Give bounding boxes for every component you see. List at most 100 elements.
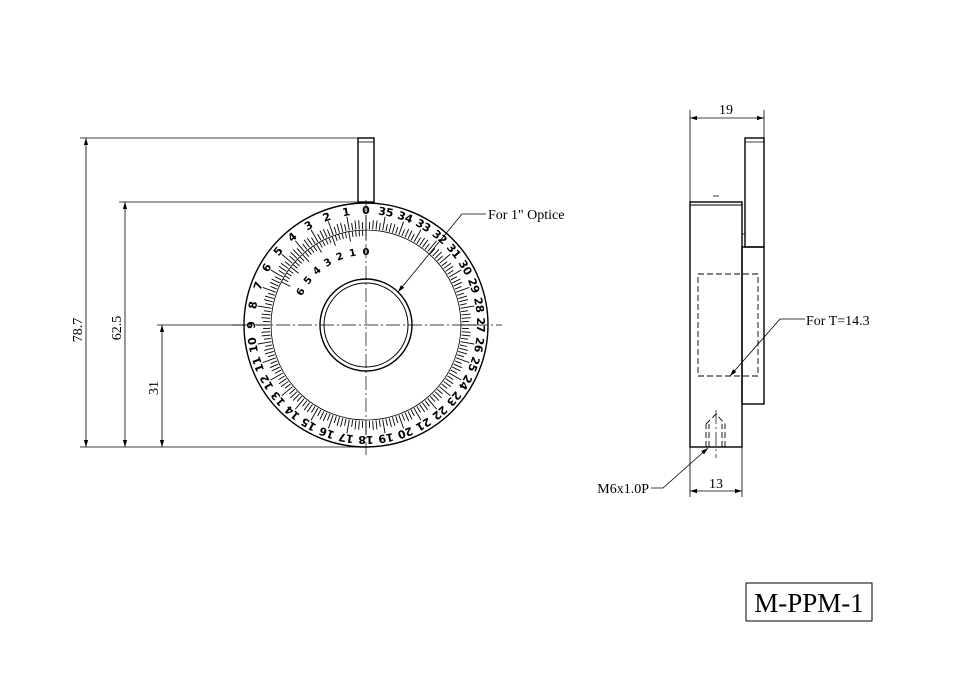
vernier-tick — [328, 237, 332, 244]
outer-scale-label: 18 — [358, 433, 373, 446]
outer-scale-tick — [401, 229, 406, 237]
outer-scale-label: 19 — [377, 430, 394, 445]
outer-scale-tick — [269, 363, 279, 369]
outer-scale-tick — [278, 265, 287, 272]
outer-scale-tick — [257, 305, 272, 309]
outer-scale-tick — [461, 310, 469, 313]
outer-scale-label: 23 — [444, 389, 464, 409]
vernier-tick — [290, 266, 299, 274]
outer-scale-label: 28 — [471, 296, 486, 313]
outer-scale-tick — [459, 344, 467, 347]
outer-scale-tick — [261, 331, 271, 333]
outer-scale-tick — [267, 354, 275, 358]
dim-lower-height: 31 — [147, 381, 162, 395]
outer-scale-label: 34 — [396, 209, 415, 227]
outer-scale-tick — [454, 360, 462, 365]
outer-scale-tick — [439, 253, 451, 264]
vernier-label: 5 — [302, 275, 315, 287]
outer-scale-tick — [378, 222, 381, 230]
outer-scale-tick — [458, 295, 468, 299]
outer-scale-tick — [457, 292, 465, 296]
outer-scale-tick — [284, 261, 291, 267]
outer-scale-label: 20 — [395, 424, 414, 442]
outer-scale-tick — [429, 248, 436, 254]
outer-scale-tick — [407, 230, 413, 239]
vernier-tick — [325, 238, 329, 245]
outer-scale-tick — [448, 372, 462, 381]
hidden-optic-pocket — [697, 273, 759, 377]
outer-scale-tick — [302, 400, 308, 407]
outer-scale-tick — [458, 351, 468, 355]
outer-scale-tick — [344, 418, 347, 426]
outer-scale-tick — [336, 223, 340, 233]
outer-scale-tick — [453, 281, 463, 287]
outer-scale-label: 10 — [245, 336, 261, 354]
outer-scale-tick — [340, 418, 344, 427]
outer-scale-tick — [358, 420, 360, 430]
outer-scale-tick — [392, 223, 396, 233]
vernier-tick — [286, 272, 292, 277]
outer-scale-tick — [404, 228, 410, 238]
outer-scale-tick — [262, 286, 276, 293]
outer-scale-tick — [317, 233, 322, 241]
outer-scale-tick — [292, 249, 300, 257]
vernier-tick — [288, 269, 294, 274]
outer-scale-label: 22 — [430, 403, 450, 423]
outer-scale-tick — [398, 221, 405, 235]
outer-scale-label: 6 — [259, 261, 274, 274]
outer-scale-tick — [385, 418, 388, 426]
outer-scale-tick — [450, 369, 458, 374]
outer-scale-tick — [460, 305, 475, 309]
outer-scale-tick — [456, 357, 470, 364]
outer-scale-label: 32 — [430, 227, 450, 247]
vernier-tick — [307, 249, 312, 255]
outer-scale-tick — [302, 243, 308, 250]
outer-scale-tick — [375, 220, 378, 230]
outer-scale-tick — [434, 251, 442, 259]
outer-scale-tick — [382, 216, 386, 231]
outer-scale-tick — [281, 386, 293, 397]
outer-scale-tick — [265, 344, 273, 347]
outer-scale-tick — [448, 269, 462, 278]
outer-scale-tick — [319, 230, 325, 239]
outer-scale-label: 17 — [337, 430, 354, 445]
outer-scale-tick — [452, 278, 461, 284]
vernier-tick — [302, 254, 310, 263]
outer-scale-tick — [284, 383, 291, 389]
outer-scale-label: 12 — [257, 372, 276, 392]
outer-scale-tick — [461, 331, 471, 333]
vernier-tick — [294, 261, 300, 267]
outer-scale-tick — [461, 337, 469, 340]
outer-scale-tick — [429, 396, 436, 402]
vernier-tick — [282, 278, 289, 283]
outer-scale-tick — [447, 270, 454, 275]
outer-scale-tick — [333, 226, 337, 234]
outer-scale-tick — [327, 221, 334, 235]
outer-scale-tick — [346, 216, 350, 231]
vernier-ticks — [281, 230, 367, 287]
outer-scale-tick — [311, 406, 316, 413]
vernier-tick — [292, 264, 298, 269]
outer-scale-tick — [280, 262, 289, 269]
outer-scale-tick — [454, 285, 462, 290]
outer-scale-label: 35 — [377, 205, 394, 220]
outer-scale-tick — [459, 347, 468, 351]
vernier-tick — [299, 256, 305, 262]
outer-scale-tick — [392, 417, 396, 427]
outer-scale-tick — [319, 411, 325, 420]
vernier-tick — [315, 243, 322, 253]
outer-scale-tick — [410, 409, 415, 417]
outer-scale-label: 31 — [444, 241, 464, 261]
outer-scale-tick — [354, 420, 357, 430]
outer-scale-tick — [310, 229, 319, 243]
outer-scale-tick — [292, 393, 300, 401]
outer-scale-label: 3 — [302, 218, 315, 233]
outer-scale-label: 9 — [245, 321, 258, 329]
outer-scale-tick — [346, 419, 350, 434]
outer-scale-label: 2 — [321, 210, 333, 225]
outer-scale-tick — [441, 383, 448, 389]
tapped-hole — [705, 413, 726, 447]
outer-scale-tick — [432, 393, 440, 401]
